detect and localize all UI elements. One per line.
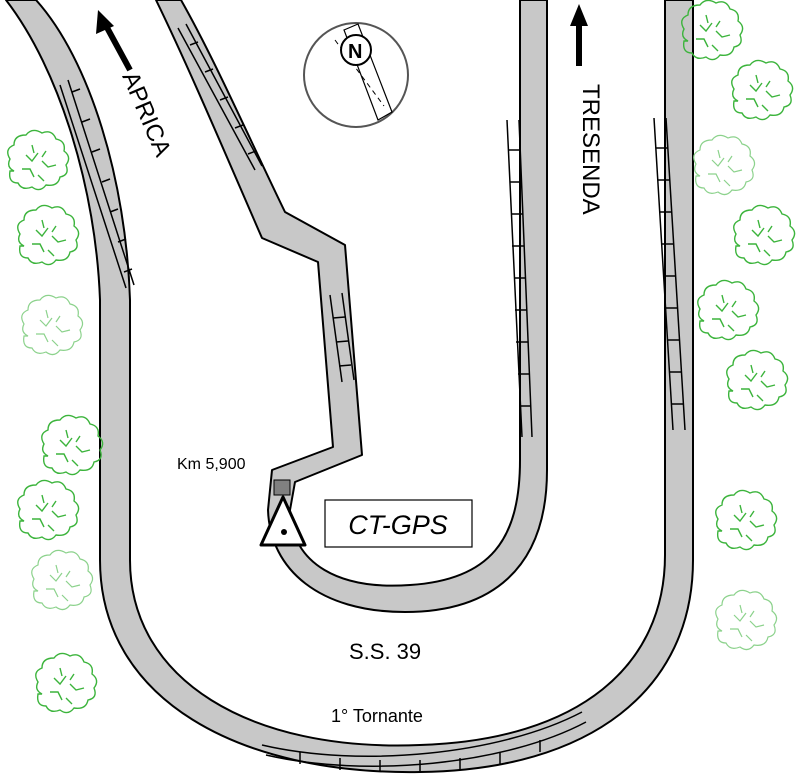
label-turn: 1° Tornante (331, 706, 423, 726)
tree-icon (693, 134, 756, 196)
compass-letter: N (348, 41, 362, 63)
tree-icon (17, 204, 80, 266)
tree-icon (17, 479, 80, 541)
tree-icon (21, 294, 84, 356)
label-tresenda: TRESENDA (577, 84, 604, 215)
label-km: Km 5,900 (177, 456, 246, 473)
gps-station-triangle-icon (259, 495, 307, 547)
road-inner-loop (155, 0, 548, 613)
tree-icon (715, 489, 778, 551)
guard-rails (59, 23, 686, 772)
tree-icon (726, 349, 789, 411)
station-label-box (324, 499, 473, 548)
trees-left (7, 129, 104, 714)
tree-icon (7, 129, 70, 191)
tree-icon (35, 652, 98, 714)
north-arrow-icon (570, 4, 588, 66)
road-outer-loop (5, 0, 694, 774)
tree-icon (733, 204, 796, 266)
tree-icon (41, 414, 104, 476)
compass-icon: N (303, 22, 409, 128)
label-station: CT-GPS (348, 510, 448, 540)
north-arrow-icon (96, 10, 133, 72)
tree-icon (31, 549, 94, 611)
tree-icon (697, 279, 760, 341)
trees-right (681, 0, 796, 651)
km-marker-icon (273, 479, 291, 496)
label-road: S.S. 39 (349, 639, 421, 664)
label-aprica: APRICA (116, 68, 176, 161)
tree-icon (731, 59, 794, 121)
tree-icon (715, 589, 778, 651)
